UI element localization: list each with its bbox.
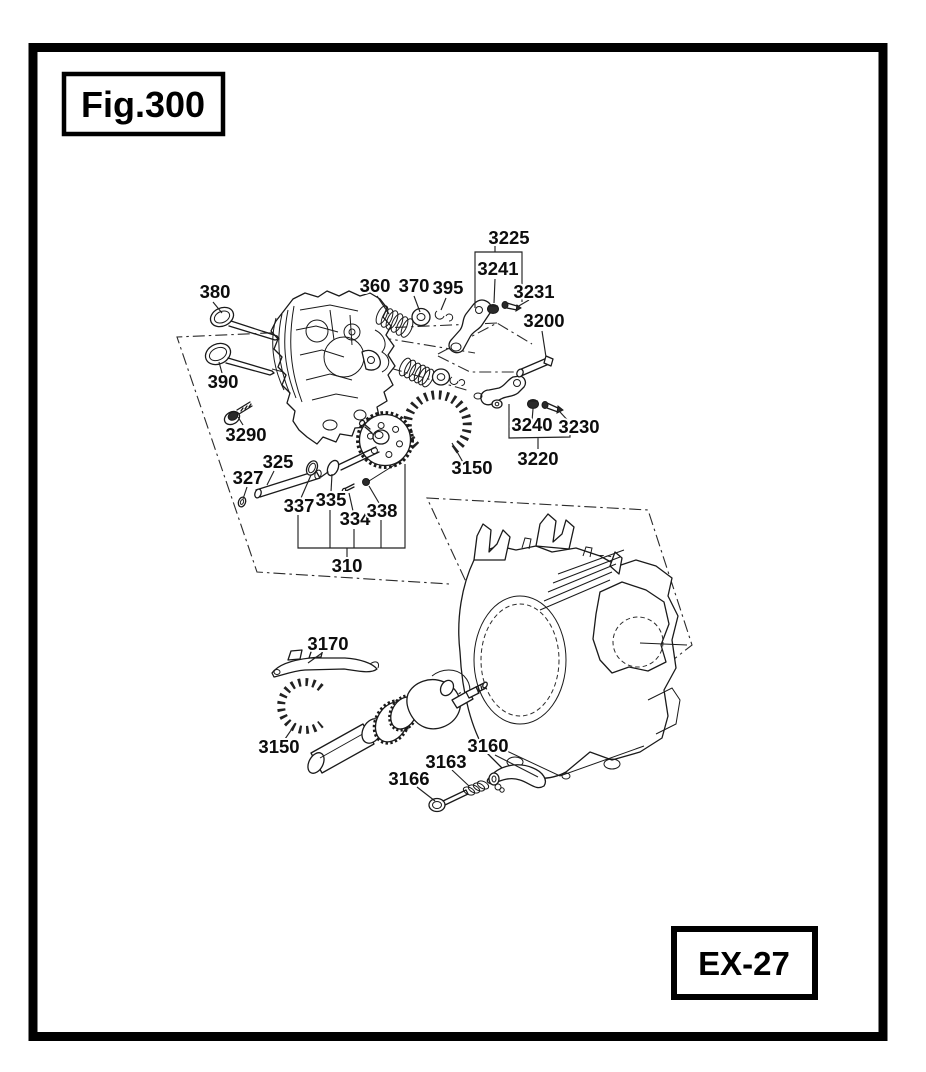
part-label-3220: 3220 <box>517 448 558 469</box>
bolt-3230-drawing <box>541 401 564 414</box>
camshaft-310-drawing <box>320 446 405 482</box>
bolt-3290-drawing <box>223 401 253 426</box>
callout-leaders <box>212 278 573 802</box>
part-label-3290: 3290 <box>225 424 266 445</box>
pin-334-drawing <box>341 483 355 494</box>
part-label-380: 380 <box>200 281 231 302</box>
nut-3240-drawing <box>527 399 539 409</box>
rod-325-drawing <box>254 469 322 499</box>
part-label-3225: 3225 <box>488 227 529 248</box>
part-label-395: 395 <box>433 277 464 298</box>
nut-3241-drawing <box>487 304 499 314</box>
page-frame <box>28 43 888 1041</box>
washer-327-drawing <box>237 496 247 508</box>
part-label-370: 370 <box>399 275 430 296</box>
part-label-3150-upper: 3150 <box>451 457 492 478</box>
page-code-box: EX-27 <box>671 926 818 1000</box>
rocker-arm-1-drawing <box>448 299 493 354</box>
part-label-310: 310 <box>332 555 363 576</box>
part-label-338: 338 <box>367 500 398 521</box>
cam-chain-lower-drawing <box>277 678 324 734</box>
valve-spring-2-drawing <box>398 357 435 388</box>
part-labels: 380 390 3290 360 370 395 3225 3241 3231 … <box>198 225 602 791</box>
page-code-text: EX-27 <box>698 945 790 982</box>
valve-390-drawing <box>204 342 275 376</box>
spring-retainer-370-drawing <box>411 307 431 327</box>
part-label-337: 337 <box>284 495 315 516</box>
camshaft-sprocket-drawing <box>356 411 414 469</box>
cylinder-head-drawing <box>270 290 396 445</box>
group-bracket-310 <box>297 464 406 558</box>
group-bracket-3225 <box>474 246 523 308</box>
spring-retainer-2-drawing <box>431 368 451 386</box>
part-label-390: 390 <box>208 371 239 392</box>
ball-338-drawing <box>362 478 370 486</box>
part-label-3166: 3166 <box>388 768 429 789</box>
valve-spring-360-drawing <box>375 305 414 338</box>
rocker-arm-2-drawing <box>473 375 527 409</box>
part-label-3170: 3170 <box>307 633 348 654</box>
crankshaft-drawing <box>307 669 488 774</box>
part-label-3160: 3160 <box>467 735 508 756</box>
part-label-3150-lower: 3150 <box>258 736 299 757</box>
stud-3200-drawing <box>516 355 554 378</box>
tensioner-arm-3160-drawing <box>486 764 547 793</box>
part-label-3200: 3200 <box>523 310 564 331</box>
figure-number-text: Fig.300 <box>81 84 205 125</box>
ring-337-drawing <box>305 460 319 476</box>
cam-chain-upper-drawing <box>402 390 472 455</box>
group-bracket-3220 <box>508 404 571 449</box>
part-label-3163: 3163 <box>425 751 466 772</box>
part-label-360: 360 <box>360 275 391 296</box>
valve-380-drawing <box>209 306 280 341</box>
chain-guide-3170-drawing <box>271 648 379 678</box>
part-label-3241: 3241 <box>477 258 518 279</box>
part-label-3230: 3230 <box>558 416 599 437</box>
part-label-3240: 3240 <box>511 414 552 435</box>
part-label-3231: 3231 <box>513 281 554 302</box>
figure-number-box: Fig.300 <box>61 71 226 137</box>
spring-3163-drawing <box>462 780 490 796</box>
part-label-334: 334 <box>340 508 372 529</box>
valve-keeper-2-drawing <box>449 376 466 387</box>
part-label-335: 335 <box>316 489 347 510</box>
part-label-327: 327 <box>233 467 264 488</box>
part-label-325: 325 <box>263 451 294 472</box>
bolt-3166-drawing <box>428 789 469 813</box>
valve-keeper-395-drawing <box>434 310 454 322</box>
